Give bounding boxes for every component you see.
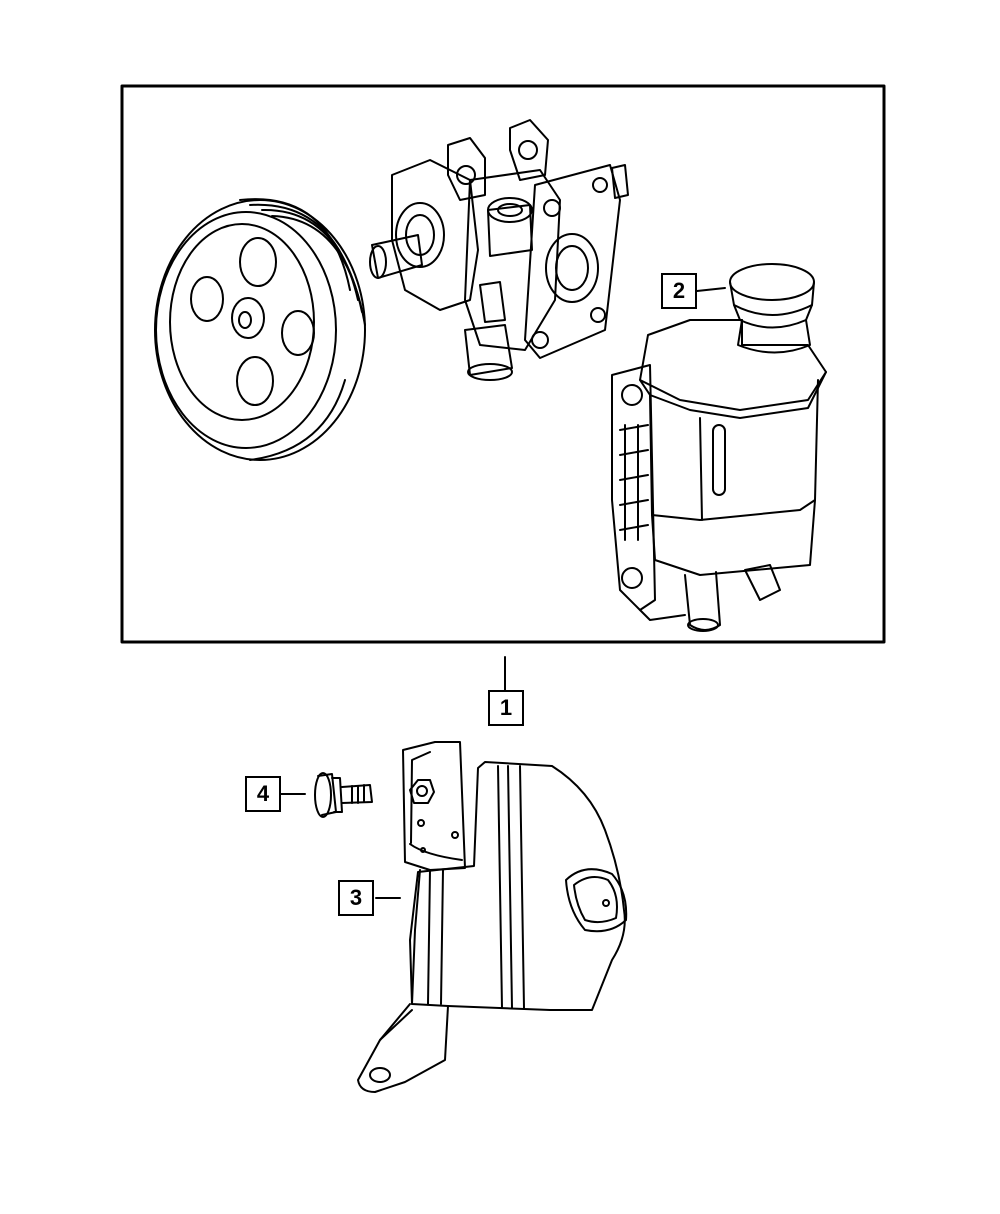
pulley-illustration xyxy=(154,198,366,461)
reservoir-cap-top xyxy=(729,263,815,301)
reservoir-illustration xyxy=(611,263,827,632)
bracket-illustration xyxy=(357,741,628,1093)
pulley-hole-bottom xyxy=(236,356,274,406)
callout-1-label: 1 xyxy=(499,695,513,720)
bolt-illustration xyxy=(280,772,373,818)
callout-3-label: 3 xyxy=(349,885,363,910)
callout-2-label: 2 xyxy=(672,278,686,303)
pulley-hub xyxy=(231,297,265,339)
callout-3: 3 xyxy=(338,880,374,916)
callout-4-label: 4 xyxy=(256,781,270,806)
pulley-hole-left xyxy=(190,276,224,322)
pulley-hole-right xyxy=(281,310,315,356)
callout-2: 2 xyxy=(661,273,697,309)
leader-line-2 xyxy=(696,287,726,292)
pump-illustration xyxy=(369,119,629,381)
pulley-hole-top xyxy=(239,237,277,287)
callout-4: 4 xyxy=(245,776,281,812)
callout-1: 1 xyxy=(488,690,524,726)
assembly-frame xyxy=(120,84,886,644)
